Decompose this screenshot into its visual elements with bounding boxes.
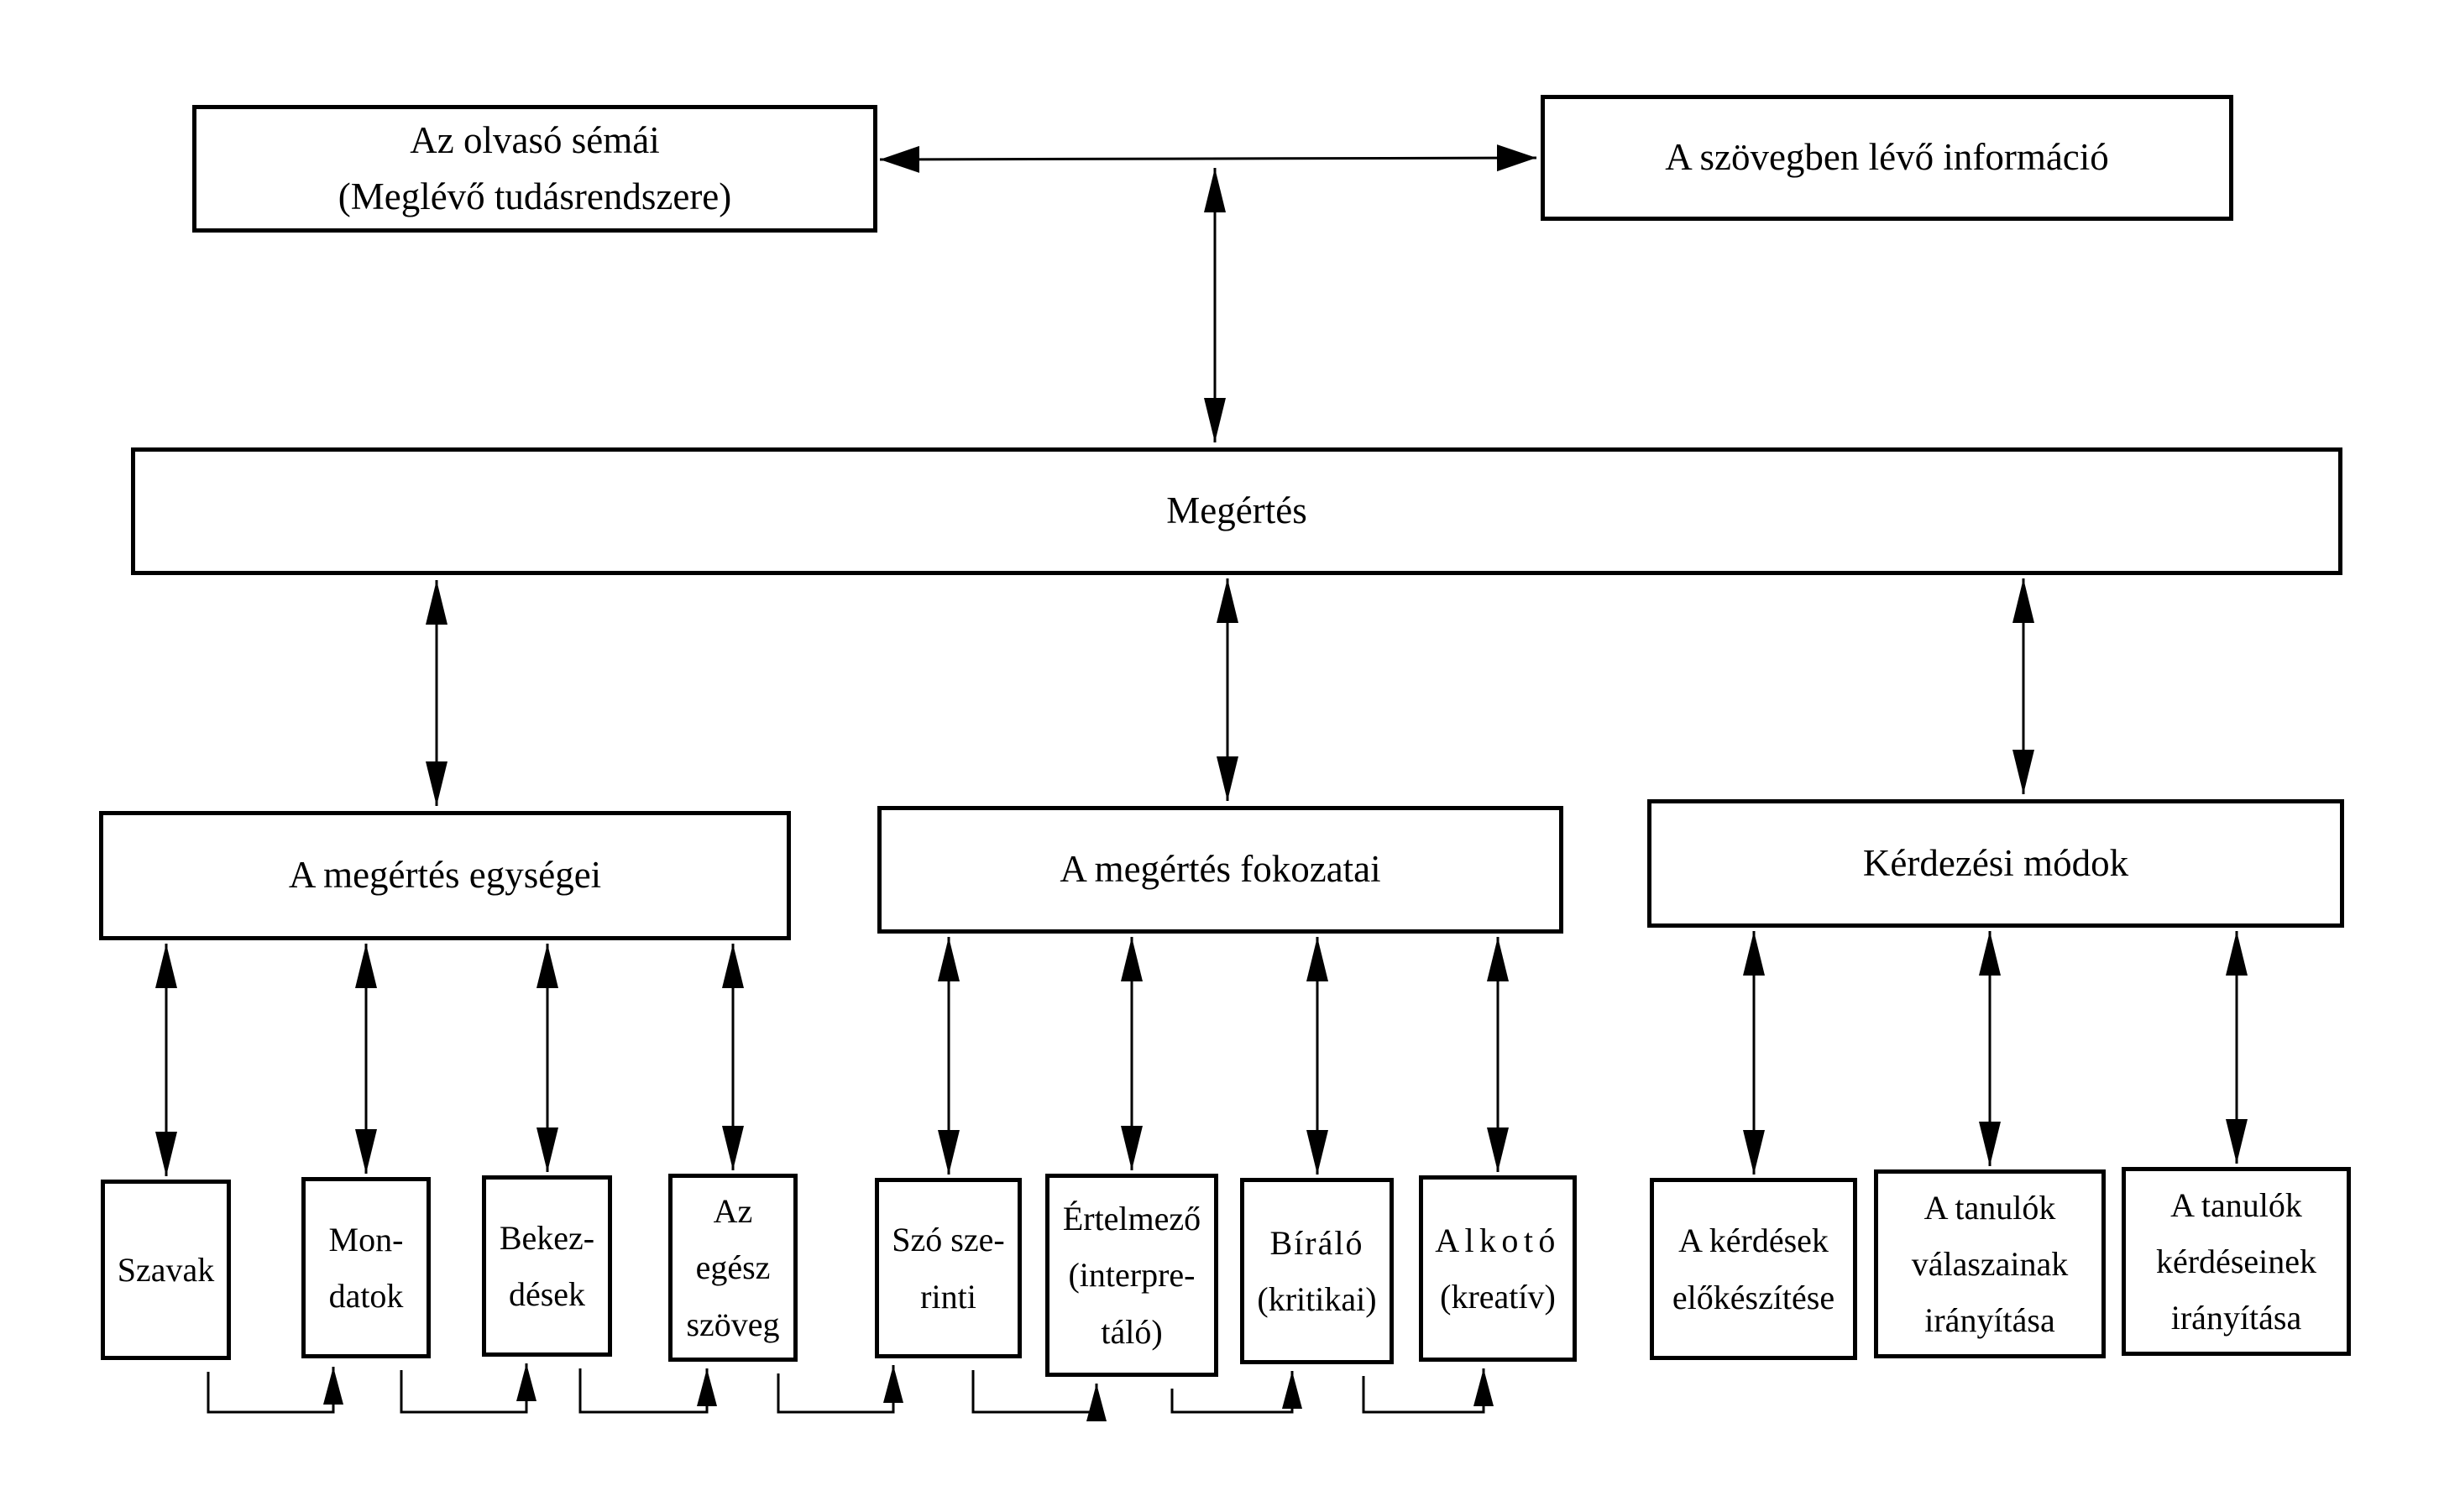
node-kerdezesi-modok: Kérdezési módok [1647, 799, 2344, 928]
node-label-line: szöveg [686, 1305, 780, 1343]
node-label-line: Mon- [328, 1220, 404, 1258]
node-label-line: (interpre- [1068, 1256, 1196, 1295]
node-label-line: Az [713, 1192, 753, 1231]
node-label-line: Szavak [117, 1250, 215, 1289]
node-label-line: Megértés [1166, 489, 1307, 532]
node-mondatok: Mon- datok [301, 1177, 431, 1358]
connector-biralo-alkoto [1362, 1368, 1494, 1414]
node-szo-szerinti: Szó sze- rinti [875, 1178, 1022, 1358]
node-biralo: Bíráló (kritikai) [1240, 1178, 1394, 1364]
connector-egesz-szoveg-szo-szerinti [777, 1365, 903, 1414]
node-label-line: Alkotó [1435, 1221, 1561, 1259]
node-label-line: irányítása [1924, 1301, 2055, 1340]
connector-szavak-mondatok [207, 1367, 343, 1414]
node-label-line: A megértés fokozatai [1060, 848, 1381, 891]
node-label-line: Értelmező [1062, 1200, 1201, 1238]
node-label-line: Bekez- [499, 1218, 595, 1257]
node-tanulok-valaszainak: A tanulók válaszainak irányítása [1874, 1169, 2106, 1358]
node-kerdesek-elokeszitese: A kérdések előkészítése [1650, 1178, 1857, 1360]
node-label-line: (kreatív) [1440, 1278, 1556, 1316]
node-label-line: egész [695, 1248, 771, 1287]
node-label-line: Szó sze- [892, 1221, 1005, 1259]
node-label-line: A tanulók [2170, 1185, 2302, 1224]
connector-mondatok-bekezdesek [400, 1363, 536, 1414]
node-label-line: datok [328, 1277, 404, 1315]
node-label-line: válaszainak [1911, 1244, 2069, 1283]
node-label-line: A szövegben lévő információ [1665, 136, 2109, 179]
connector-szo-szerinti-ertelmezo [971, 1370, 1107, 1421]
node-szavak: Szavak [101, 1180, 231, 1360]
node-label-line: táló) [1101, 1312, 1163, 1351]
node-label-line: (Meglévő tudásrendszere) [338, 175, 732, 217]
connector-bekezdesek-egesz-szoveg [578, 1368, 717, 1414]
node-label-line: Az olvasó sémái [410, 118, 660, 161]
node-label-line: dések [508, 1275, 586, 1313]
node-label-line: rinti [920, 1277, 976, 1316]
node-megertes-egysegei: A megértés egységei [99, 811, 791, 940]
node-bekezdesek: Bekez- dések [482, 1175, 612, 1357]
node-label-line: Kérdezési módok [1862, 841, 2129, 884]
node-megertes: Megértés [131, 447, 2342, 575]
connector-ertelmezo-biralo [1170, 1371, 1302, 1414]
node-text-information: A szövegben lévő információ [1541, 95, 2233, 221]
arrow-reader-textinfo [879, 144, 1537, 173]
node-label-line: Bíráló [1269, 1223, 1364, 1262]
node-alkoto: Alkotó (kreatív) [1419, 1175, 1577, 1362]
node-ertelmezo: Értelmező (interpre- táló) [1045, 1174, 1218, 1377]
node-tanulok-kerdeseinek: A tanulók kérdéseinek irányítása [2122, 1167, 2351, 1356]
node-label-line: előkészítése [1672, 1278, 1835, 1316]
node-megertes-fokozatai: A megértés fokozatai [877, 806, 1563, 934]
node-label-line: A tanulók [1923, 1188, 2056, 1227]
node-egesz-szoveg: Az egész szöveg [668, 1174, 798, 1362]
node-label-line: A kérdések [1678, 1222, 1829, 1260]
node-label-line: irányítása [2170, 1299, 2302, 1337]
node-label-line: kérdéseinek [2155, 1242, 2316, 1280]
node-reader-schemas: Az olvasó sémái (Meglévő tudásrendszere) [192, 105, 877, 233]
node-label-line: (kritikai) [1257, 1280, 1377, 1318]
node-label-line: A megértés egységei [288, 854, 602, 897]
